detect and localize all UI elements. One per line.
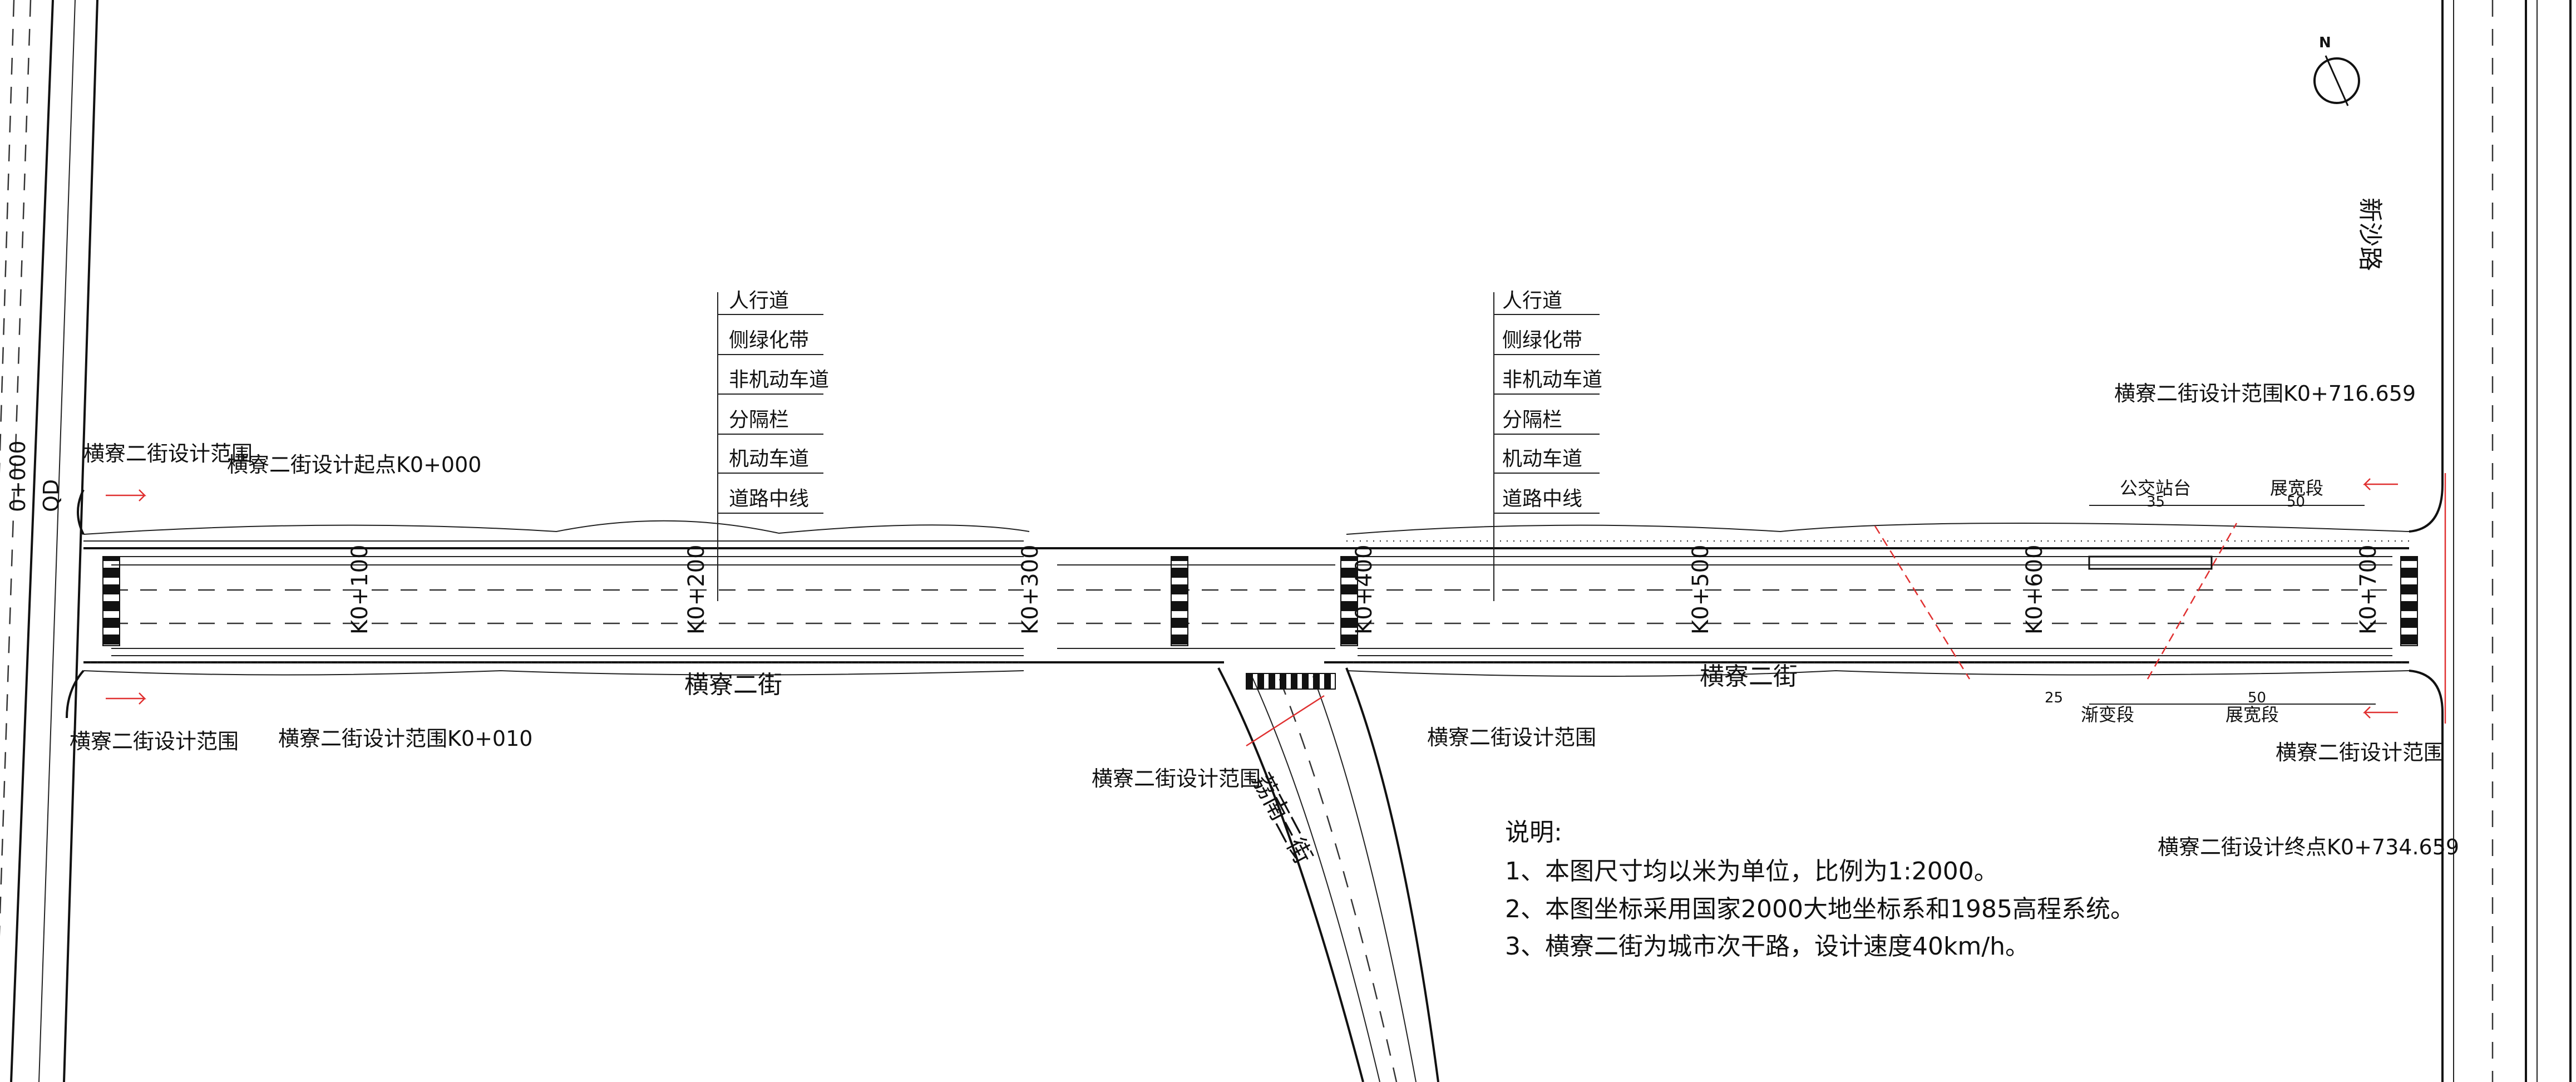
station-labels: K0+100 K0+200 K0+300 K0+400 K0+500 K0+60…	[6, 440, 2381, 635]
station-k0-100: K0+100	[347, 544, 373, 635]
main-road-label-right: 横寮二街	[1700, 662, 1798, 691]
note-item-2: 2、本图坐标采用国家2000大地坐标系和1985高程系统。	[1505, 895, 2135, 923]
right-vertical-road	[2409, 0, 2572, 1082]
legend-right-0: 人行道	[1502, 289, 1562, 312]
range-cross-bottom: 横寮二街设计范围	[1092, 766, 1261, 791]
range-end-point: 横寮二街设计终点K0+734.659	[2158, 835, 2459, 859]
note-item-3: 3、横寮二街为城市次干路，设计速度40km/h。	[1505, 932, 2030, 961]
legend-right-4: 机动车道	[1502, 447, 1582, 470]
station-k0-200: K0+200	[684, 544, 709, 635]
station-k0-300: K0+300	[1018, 544, 1043, 635]
legend-right-3: 分隔栏	[1502, 409, 1562, 431]
main-road	[66, 489, 2418, 719]
range-bottom-left-b: 横寮二街设计范围K0+010	[278, 726, 532, 751]
legend-left-2: 非机动车道	[729, 368, 829, 391]
range-top-right: 横寮二街设计范围K0+716.659	[2114, 381, 2416, 406]
station-k0-700: K0+700	[2356, 544, 2381, 635]
bus-stop-label: 公交站台	[2120, 478, 2191, 499]
legend-left-5: 道路中线	[729, 488, 809, 510]
left-road-qd-label: QD	[39, 479, 63, 512]
range-mid-bottom: 横寮二街设计范围	[1427, 725, 1596, 750]
legend-left-3: 分隔栏	[729, 409, 789, 431]
legend-right-1: 侧绿化带	[1502, 329, 1582, 352]
transition-label: 渐变段	[2081, 704, 2134, 725]
design-range-labels: 横寮二街设计范围 横寮二街设计起点K0+000 横寮二街设计范围 横寮二街设计范…	[70, 381, 2459, 859]
range-bottom-left-a: 横寮二街设计范围	[70, 729, 239, 754]
legend-right-2: 非机动车道	[1502, 368, 1602, 391]
side-road-label: 新沙路	[2356, 198, 2384, 271]
station-k0-400: K0+400	[1351, 544, 1377, 635]
left-vertical-road	[0, 0, 98, 1082]
legend-left-0: 人行道	[729, 289, 789, 312]
north-arrow: N	[2313, 35, 2360, 106]
notes-title: 说明:	[1505, 818, 1562, 847]
range-markers	[106, 478, 2398, 747]
left-road-station-label: 0+000	[6, 440, 30, 512]
station-k0-600: K0+600	[2022, 544, 2047, 635]
widening-bottom-length: 50	[2248, 690, 2266, 706]
station-k0-500: K0+500	[1688, 544, 1714, 635]
bus-stop-area: 公交站台 35 展宽段 50 渐变段 25 展宽段 50	[2045, 478, 2376, 725]
widening-top-length: 50	[2287, 494, 2305, 510]
legend-left-1: 侧绿化带	[729, 329, 809, 352]
cross-road	[1217, 667, 1439, 1082]
widening-top-label: 展宽段	[2270, 478, 2323, 499]
legend-left-4: 机动车道	[729, 447, 809, 470]
cross-section-legend-left: 人行道 侧绿化带 非机动车道 分隔栏 机动车道 道路中线	[717, 289, 829, 601]
notes-block: 说明: 1、本图尺寸均以米为单位，比例为1:2000。 2、本图坐标采用国家20…	[1505, 818, 2135, 961]
range-bottom-right: 横寮二街设计范围	[2276, 740, 2445, 765]
widening-bottom-label: 展宽段	[2225, 704, 2279, 725]
bus-stop-length: 35	[2146, 494, 2165, 510]
range-top-left-b: 横寮二街设计起点K0+000	[227, 453, 481, 477]
legend-right-5: 道路中线	[1502, 488, 1582, 510]
transition-length: 25	[2045, 690, 2063, 706]
north-letter: N	[2319, 35, 2331, 51]
cross-section-legend-right: 人行道 侧绿化带 非机动车道 分隔栏 机动车道 道路中线	[1493, 289, 1602, 601]
range-top-left-a: 横寮二街设计范围	[83, 441, 253, 466]
note-item-1: 1、本图尺寸均以米为单位，比例为1:2000。	[1505, 857, 1998, 886]
main-road-label-left: 横寮二街	[684, 671, 782, 699]
